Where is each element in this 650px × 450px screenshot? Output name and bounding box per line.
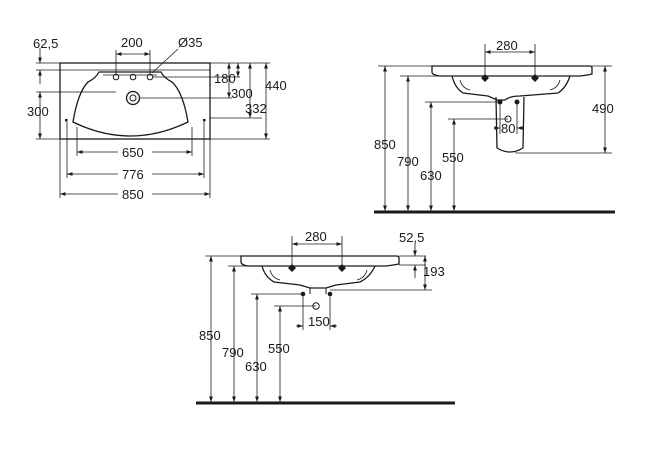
dim-550-front: 550	[268, 341, 290, 356]
front-view-rim	[240, 255, 400, 267]
bracket-left-mark	[481, 74, 489, 82]
drain-icon	[125, 90, 141, 106]
front-view: 280 52,5 193 150 850 790 630 550	[196, 229, 455, 405]
dim-52-5: 52,5	[399, 230, 424, 245]
dim-80: 80	[501, 121, 515, 136]
dim-776: 776	[122, 167, 144, 182]
dim-150: 150	[308, 314, 330, 329]
side-view-bowl	[451, 75, 571, 101]
pipe-hole-2	[514, 99, 520, 105]
tap-hole-right	[146, 73, 154, 81]
tap-hole-left	[112, 73, 120, 81]
dim-280-front: 280	[305, 229, 327, 244]
dim-650: 650	[122, 145, 144, 160]
pedestal	[495, 96, 525, 153]
front-view-bowl	[261, 265, 376, 289]
dim-850-side: 850	[374, 137, 396, 152]
dim-180: 180	[214, 71, 236, 86]
dim-280-side: 280	[496, 38, 518, 53]
pipe-hole-front-2	[327, 291, 333, 297]
top-view-bowl	[72, 71, 189, 137]
bracket-right-mark	[531, 74, 539, 82]
dim-790-front: 790	[222, 345, 244, 360]
dim-193: 193	[423, 264, 445, 279]
dim-490: 490	[592, 101, 614, 116]
dim-300-right: 300	[231, 86, 253, 101]
top-view-outline	[59, 62, 211, 140]
dim-550-side: 550	[442, 150, 464, 165]
bracket-right-mark-front	[338, 264, 346, 272]
dim-850-front: 850	[199, 328, 221, 343]
dim-630-front: 630	[245, 359, 267, 374]
dim-630-side: 630	[420, 168, 442, 183]
dim-790-side: 790	[397, 154, 419, 169]
dim-62-5: 62,5	[33, 36, 58, 51]
bracket-left-mark-front	[288, 264, 296, 272]
tap-hole-center	[129, 73, 137, 81]
side-view: 280 490 80 850 790 630 550	[374, 38, 615, 214]
dim-332: 332	[245, 101, 267, 116]
dim-850-width: 850	[122, 187, 144, 202]
dim-200: 200	[121, 35, 143, 50]
side-view-rim	[431, 65, 593, 77]
dim-diameter-35: Ø35	[178, 35, 203, 50]
dim-440: 440	[265, 78, 287, 93]
top-view: 62,5 300 200 Ø35 180 300 332 440	[27, 35, 287, 202]
dim-300-left: 300	[27, 104, 49, 119]
